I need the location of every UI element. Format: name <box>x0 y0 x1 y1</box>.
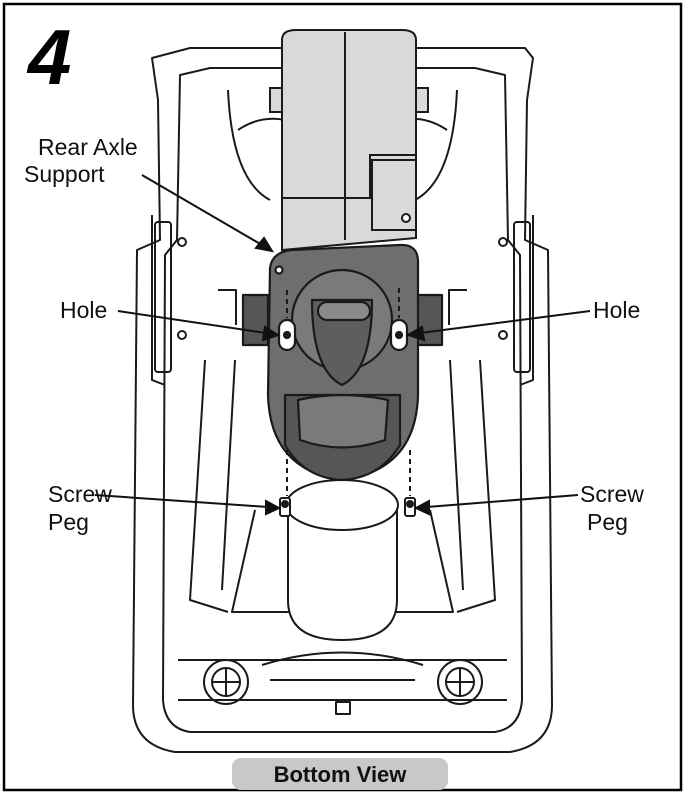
step-number: 4 <box>26 13 71 101</box>
screw-pegs <box>279 497 416 517</box>
hole-left-label: Hole <box>60 297 107 323</box>
rear-axle-support <box>241 243 444 482</box>
screw-peg-left-label-line2: Peg <box>48 509 89 535</box>
screw-peg-left-label-line1: Screw <box>48 481 112 507</box>
screw-peg-right-label-line1: Screw <box>580 481 644 507</box>
callout-leaders <box>94 174 591 516</box>
rear-axle-support-label-line1: Rear Axle <box>38 134 138 160</box>
alignment-guides <box>286 288 411 496</box>
rear-axle-support-label-line2: Support <box>24 161 105 187</box>
motor-housing <box>269 29 429 252</box>
caption-text: Bottom View <box>274 762 408 787</box>
screw-peg-right-label-line2: Peg <box>587 509 628 535</box>
hole-right-label: Hole <box>593 297 640 323</box>
caption-badge <box>232 758 448 790</box>
intake-tube <box>285 479 399 642</box>
